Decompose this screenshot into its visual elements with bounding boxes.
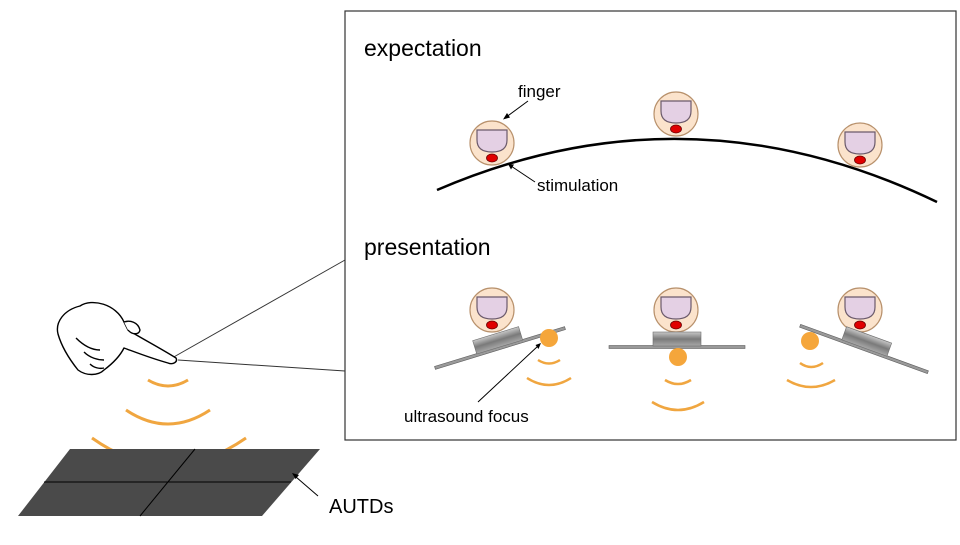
ultrasound-focus-label: ultrasound focus xyxy=(404,407,529,426)
autds-arrowhead-icon xyxy=(292,473,299,479)
ultrasound-wave xyxy=(799,361,824,369)
ultrasound-wave xyxy=(786,378,836,389)
stimulation-label: stimulation xyxy=(537,176,618,195)
focus-dot xyxy=(540,329,558,347)
fingertip-icon xyxy=(837,287,883,333)
presentation-left xyxy=(430,287,572,387)
ultrasound-focus-arrowhead-icon xyxy=(535,343,541,349)
ultrasound-wave xyxy=(125,408,211,426)
focus-dot xyxy=(801,332,819,350)
finger-arrowhead-icon xyxy=(503,113,510,120)
zoom-inset-panel xyxy=(344,10,957,441)
fingertip-icon xyxy=(469,120,515,166)
autds-arrow xyxy=(295,476,319,497)
fingertip-icon xyxy=(653,91,699,137)
presentation-right xyxy=(786,287,934,389)
presentation-heading: presentation xyxy=(364,234,491,260)
finger-arrow xyxy=(504,100,529,119)
zoom-line-bottom xyxy=(177,359,346,372)
expectation-heading: expectation xyxy=(364,35,482,61)
focus-dot xyxy=(669,348,687,366)
ultrasound-wave xyxy=(537,358,561,365)
stimulation-arrowhead-icon xyxy=(508,164,514,170)
fingertip-icon xyxy=(469,287,515,333)
ultrasound-focus-arrow xyxy=(477,345,539,403)
fingertip-icon xyxy=(837,122,883,168)
autds-label: AUTDs xyxy=(329,496,393,518)
ultrasound-wave xyxy=(651,400,705,412)
pointing-hand-icon xyxy=(56,301,178,376)
expected-curve xyxy=(436,137,938,204)
finger-label: finger xyxy=(518,82,561,101)
presentation-center xyxy=(608,287,746,412)
fingertip-icon xyxy=(653,287,699,333)
zoom-line-top xyxy=(171,259,346,359)
stimulation-arrow xyxy=(510,165,536,183)
ultrasound-wave xyxy=(664,378,692,386)
ultrasound-wave xyxy=(526,376,572,387)
ultrasound-wave xyxy=(147,378,189,388)
